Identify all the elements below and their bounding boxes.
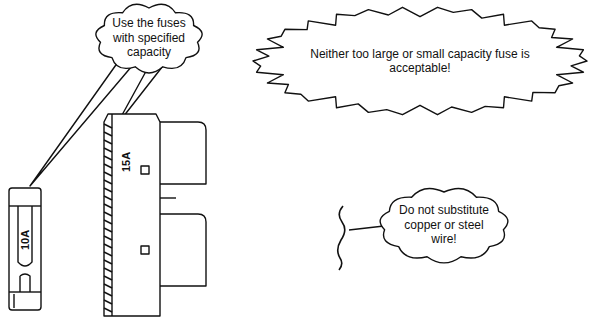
glass-fuse — [9, 188, 41, 310]
shout-bubble: Neither too large or small capacity fuse… — [252, 6, 588, 116]
blade-fuse — [104, 114, 206, 316]
bubble-text: Do not substitute copper or steel wire! — [398, 203, 490, 246]
fuse-rating: 10A — [19, 230, 31, 250]
bubble-text: Use the fuses with specified capacity — [110, 16, 188, 59]
speech-bubble: Do not substitute copper or steel wire! — [378, 186, 510, 264]
speech-bubble: Use the fuses with specified capacity — [94, 2, 204, 74]
bubble-text: Neither too large or small capacity fuse… — [305, 47, 535, 76]
leader-line — [349, 226, 384, 230]
fuse-rating: 15A — [120, 152, 132, 172]
wire-piece — [338, 206, 345, 270]
